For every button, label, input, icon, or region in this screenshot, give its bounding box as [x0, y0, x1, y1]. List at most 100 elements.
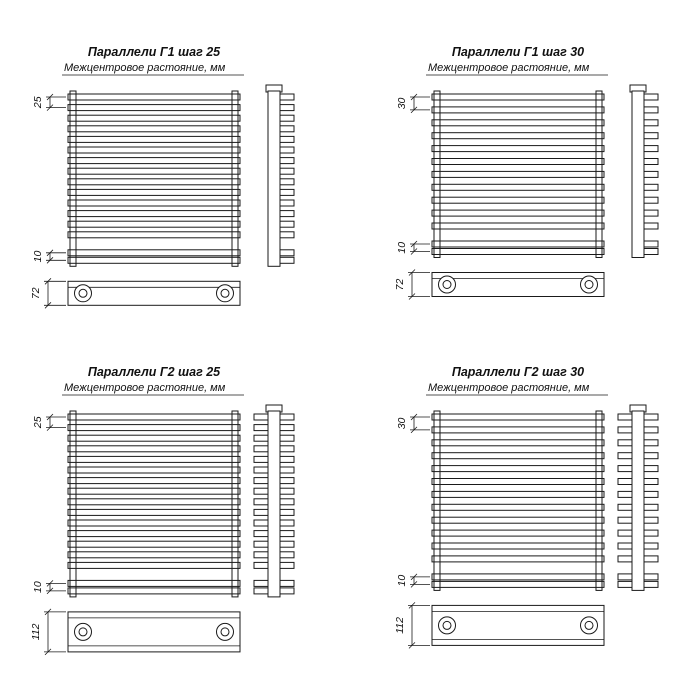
radiator-tube: [431, 183, 605, 191]
radiator-tube: [67, 455, 241, 463]
valve-circle-inner: [78, 288, 88, 298]
side-tube-end: [643, 555, 659, 563]
radiator-tube: [431, 452, 605, 460]
radiator-tube: [431, 555, 605, 563]
dim-label: 112: [394, 617, 406, 634]
side-tube-end: [643, 413, 659, 421]
dim-label: 10: [32, 581, 44, 593]
side-tube-end: [643, 542, 659, 550]
left-collector-rail: [69, 90, 77, 267]
side-tube-end: [279, 249, 295, 257]
side-tube-end: [643, 209, 659, 217]
dim-tick: [46, 580, 54, 587]
dim-tick: [46, 587, 54, 595]
side-tube-end: [253, 434, 269, 442]
side-tube-end: [643, 119, 659, 127]
radiator-tube: [67, 587, 241, 595]
side-tube-end: [253, 561, 269, 569]
side-tube-end: [643, 465, 659, 473]
side-tube-end: [279, 157, 295, 165]
dim-tick: [410, 106, 418, 114]
radiator-tube: [431, 222, 605, 230]
dim-label: 25: [32, 96, 44, 109]
side-tube-end: [279, 104, 295, 112]
radiator-tube: [431, 196, 605, 204]
valve-circle-inner: [78, 627, 88, 637]
side-tube-end: [279, 487, 295, 495]
radiator-tube: [67, 188, 241, 196]
bottom-view: [431, 272, 605, 297]
left-collector-rail: [433, 90, 441, 258]
radiator-tube: [67, 519, 241, 527]
side-tube-end: [253, 587, 269, 595]
side-tube-end: [279, 125, 295, 133]
bottom-view: [67, 280, 241, 306]
front-view: [67, 90, 241, 267]
side-tube-end: [617, 555, 633, 563]
side-tube-end: [643, 580, 659, 588]
dim-tick: [410, 581, 418, 588]
radiator-tube: [67, 178, 241, 186]
side-tube-end: [253, 530, 269, 538]
left-collector-rail: [433, 410, 441, 591]
side-tube-end: [643, 93, 659, 101]
radiator-tube: [67, 508, 241, 516]
dim-tick: [46, 413, 54, 421]
dim-tick: [410, 93, 418, 101]
radiator-tube: [431, 573, 605, 581]
radiator-tube: [431, 170, 605, 178]
left-collector-rail: [69, 410, 77, 598]
side-tube-end: [253, 466, 269, 474]
radiator-tube: [67, 167, 241, 175]
side-tube-end: [279, 466, 295, 474]
side-tube-end: [279, 519, 295, 527]
side-tube-end: [617, 490, 633, 498]
radiator-tube: [67, 424, 241, 432]
valve-circle-inner: [220, 627, 230, 637]
side-tube-end: [617, 452, 633, 460]
side-tube-end: [279, 146, 295, 154]
drawing-subtitle: Межцентровое растояние, мм: [64, 382, 226, 394]
dim-tick: [408, 602, 416, 609]
radiator-tube: [431, 158, 605, 165]
side-tube-end: [253, 455, 269, 463]
side-tube-end: [643, 106, 659, 114]
radiator-tube: [67, 579, 241, 587]
side-tube-end: [253, 498, 269, 506]
side-tube-end: [643, 478, 659, 485]
front-view: [431, 410, 605, 591]
drawing-title: Параллели Г1 шаг 25: [88, 45, 221, 59]
dim-label: 25: [32, 416, 44, 429]
drawing-subtitle: Межцентровое растояние, мм: [64, 62, 226, 74]
side-tube-end: [253, 519, 269, 527]
base-box: [67, 280, 241, 306]
radiator-tube: [67, 466, 241, 474]
radiator-tube: [431, 240, 605, 248]
radiator-tube: [431, 490, 605, 498]
side-tube-end: [643, 248, 659, 255]
valve-circle-inner: [584, 280, 594, 289]
radiator-tube: [67, 540, 241, 548]
radiator-tube: [431, 580, 605, 588]
side-tube-end: [279, 561, 295, 569]
radiator-tube: [431, 426, 605, 434]
dim-tick: [44, 302, 52, 309]
right-collector-rail: [595, 90, 603, 258]
dim-label: 10: [32, 251, 44, 263]
side-tube-end: [643, 426, 659, 434]
side-tube-end: [253, 508, 269, 516]
radiator-tube: [431, 106, 605, 114]
side-tube-end: [617, 516, 633, 524]
side-view: [617, 404, 659, 591]
quadrant-g2-step25: Параллели Г2 шаг 25 Межцентровое растоян…: [30, 365, 295, 656]
side-tube-end: [279, 199, 295, 207]
side-tube-end: [643, 222, 659, 230]
radiator-tube: [67, 157, 241, 165]
right-collector-rail: [231, 90, 239, 267]
side-tube-end: [279, 220, 295, 228]
radiator-tube: [431, 478, 605, 485]
side-tube-end: [253, 445, 269, 453]
quadrant-g2-step30: Параллели Г2 шаг 30 Межцентровое растоян…: [394, 365, 659, 649]
dim-tick: [44, 648, 52, 656]
dim-tick: [410, 248, 418, 255]
